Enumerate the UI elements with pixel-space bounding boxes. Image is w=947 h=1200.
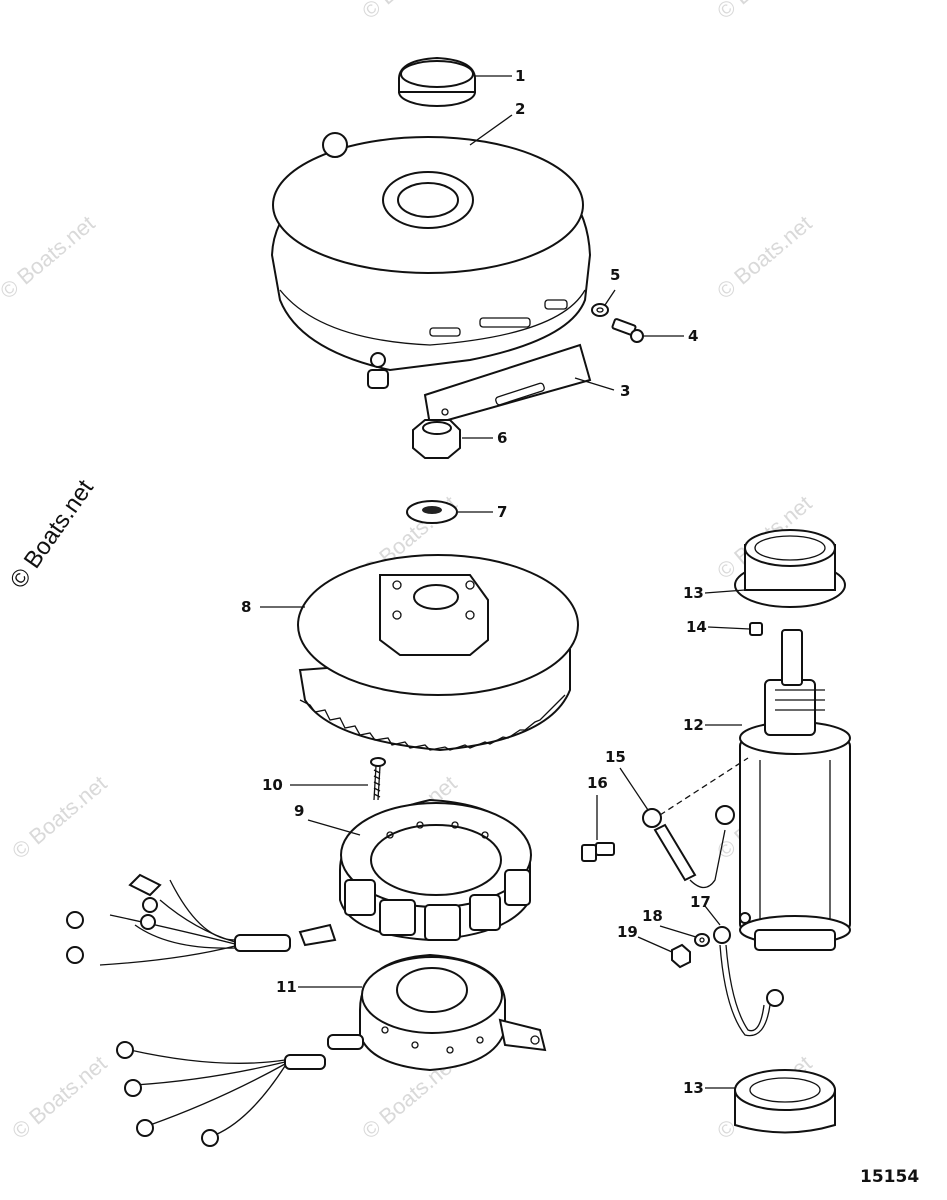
watermark: © Boats.net bbox=[712, 0, 816, 24]
callout-16: 16 bbox=[587, 774, 608, 792]
part-17-cable bbox=[713, 926, 784, 1037]
trigger-wires bbox=[116, 1034, 364, 1147]
callout-11: 11 bbox=[276, 978, 297, 996]
part-13-bushing-top bbox=[734, 529, 846, 608]
part-9-stator bbox=[339, 798, 532, 942]
callout-13-top: 13 bbox=[683, 584, 704, 602]
drawing-number: 15154 bbox=[860, 1167, 919, 1187]
callout-17: 17 bbox=[690, 893, 711, 911]
callout-3: 3 bbox=[620, 382, 630, 400]
callout-1: 1 bbox=[515, 67, 525, 85]
watermark: © Boats.net bbox=[357, 0, 461, 24]
callout-12: 12 bbox=[683, 716, 704, 734]
callout-2: 2 bbox=[515, 100, 525, 118]
part-18-washer bbox=[694, 933, 710, 947]
stator-wires bbox=[66, 873, 337, 966]
part-8-flywheel bbox=[297, 554, 579, 752]
callout-19: 19 bbox=[617, 923, 638, 941]
watermark: © Boats.net bbox=[0, 211, 100, 304]
part-11-trigger bbox=[359, 953, 547, 1072]
part-2-flywheel-cover bbox=[270, 132, 592, 389]
watermark: © Boats.net bbox=[712, 211, 816, 304]
callout-9: 9 bbox=[294, 802, 304, 820]
callout-18: 18 bbox=[642, 907, 663, 925]
watermark: © Boats.net bbox=[7, 771, 111, 864]
part-5-washer bbox=[591, 303, 609, 317]
part-6-nut bbox=[412, 419, 461, 459]
watermark-dark: © Boats.net bbox=[5, 475, 99, 594]
part-16-bolt bbox=[581, 842, 615, 862]
callout-5: 5 bbox=[610, 266, 620, 284]
callout-14: 14 bbox=[686, 618, 707, 636]
watermark: © Boats.net bbox=[7, 1051, 111, 1144]
callout-13-bottom: 13 bbox=[683, 1079, 704, 1097]
leader-lines bbox=[260, 75, 751, 1089]
callout-4: 4 bbox=[688, 327, 698, 345]
part-3-bracket bbox=[423, 343, 592, 427]
part-19-nut bbox=[671, 943, 691, 969]
part-15-cable bbox=[642, 805, 735, 889]
part-13-bushing-bottom bbox=[734, 1069, 836, 1134]
callout-6: 6 bbox=[497, 429, 507, 447]
callout-15: 15 bbox=[605, 748, 626, 766]
part-12-starter-motor bbox=[739, 629, 851, 951]
callout-10: 10 bbox=[262, 776, 283, 794]
callout-7: 7 bbox=[497, 503, 507, 521]
part-14-clip bbox=[749, 622, 763, 636]
callout-8: 8 bbox=[241, 598, 251, 616]
callout-labels: 1 2 3 4 5 6 7 8 9 10 11 12 13 13 14 15 1… bbox=[241, 67, 711, 1097]
part-7-washer bbox=[406, 500, 458, 524]
part-1-cap bbox=[398, 56, 476, 107]
part-10-screw bbox=[370, 757, 386, 801]
part-4-screw bbox=[611, 318, 644, 343]
